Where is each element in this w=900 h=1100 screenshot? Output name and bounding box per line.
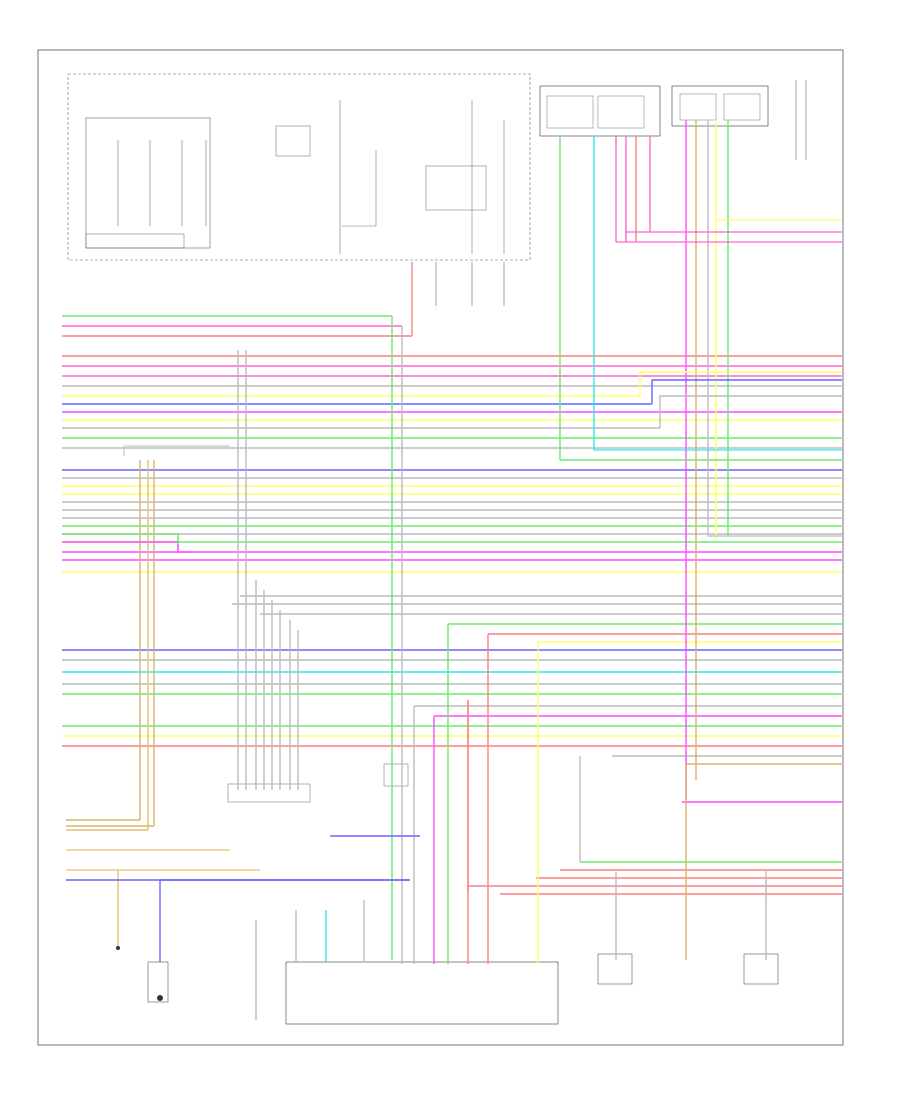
- switch-box-1: [597, 953, 633, 985]
- ground-symbol-bottom: [157, 995, 163, 1001]
- sub-module-label-box: [85, 233, 185, 249]
- connector-box-mid-right: [383, 763, 409, 787]
- ecm-line-6: [342, 150, 377, 227]
- top-sensor-box-2: [671, 85, 769, 127]
- connector-box-lower: [285, 961, 559, 1025]
- component-box-bottom-left: [147, 961, 169, 1003]
- top-sensor-inner-1a: [546, 95, 594, 129]
- ground-symbol-left: [116, 946, 120, 950]
- inner-sensor-box: [425, 165, 487, 211]
- top-sensor-inner-1b: [597, 95, 645, 129]
- wire-jog-12: [123, 445, 230, 456]
- wire-jog-11: [707, 520, 842, 537]
- sub-module-box: [85, 117, 211, 249]
- wire-group: [62, 80, 842, 1020]
- switch-box-2: [743, 953, 779, 985]
- wire-jog-2: [62, 533, 179, 544]
- top-sensor-box-1: [539, 85, 661, 137]
- wire-jog-1: [62, 541, 190, 553]
- top-sensor-inner-2b: [723, 93, 761, 121]
- wire-jog-3: [639, 371, 842, 396]
- inner-relay-box: [275, 125, 311, 157]
- wire-jog-4: [651, 379, 842, 404]
- wire-jog-5: [659, 395, 842, 428]
- top-sensor-inner-2a: [679, 93, 717, 121]
- control-module-box: [67, 73, 531, 261]
- diagram-frame: [37, 49, 844, 1046]
- connector-box-mid-left: [227, 783, 311, 803]
